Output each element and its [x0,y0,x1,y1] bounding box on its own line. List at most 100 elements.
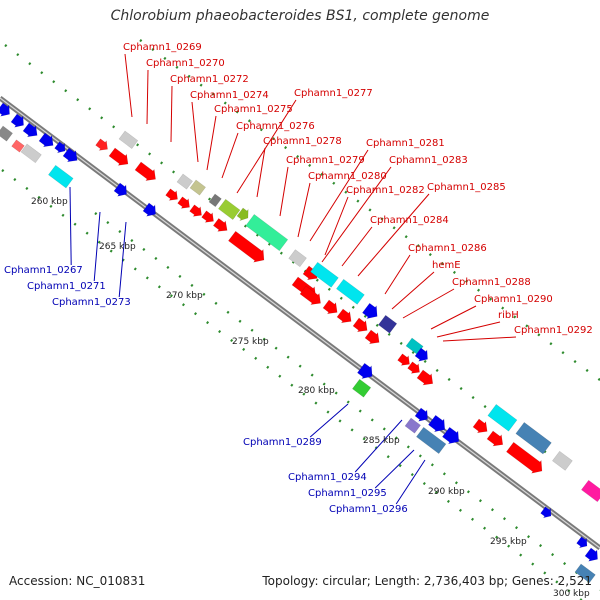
gene-label-forward: Cphamn1_0272 [170,74,249,85]
leader-line [221,132,239,179]
gene-arrow [212,218,228,232]
leader-line [236,99,297,194]
gene-arrow [113,182,127,197]
leader-line [69,186,72,266]
gene-arrow [54,141,66,154]
gene-label-forward: Cphamn1_0280 [308,171,387,182]
leader-line [442,336,517,342]
leader-line [256,147,266,198]
gene-arrow [506,441,543,474]
leader-line [279,166,289,217]
gene-label-reverse: Cphamn1_0296 [329,504,408,515]
leader-line [391,271,435,310]
gene-label-forward: Cphamn1_0281 [366,138,445,149]
gene-label-forward: Cphamn1_0290 [474,294,553,305]
gene-arrow [38,132,54,148]
leader-line [395,459,426,505]
gene-arrow [322,299,338,315]
gene-arrow [362,302,378,319]
leader-line [191,101,199,163]
gene-label-reverse: Cphamn1_0295 [308,488,387,499]
gene-arrow [574,563,596,584]
gene-arrow [486,430,504,447]
gene-arrow [299,285,321,305]
gene-arrow [20,143,42,164]
gene-arrow [336,278,365,305]
gene-arrow [208,193,222,208]
gene-label-forward: ribH [498,310,519,321]
gene-arrow [177,196,190,209]
leader-line [321,166,392,263]
gene-label-forward: Cphamn1_0270 [146,58,225,69]
reverse-strand-genes [113,182,598,584]
leader-line [374,449,415,489]
leader-line [206,115,217,171]
tick-guides [1,39,600,600]
leader-line [297,182,311,238]
gene-arrow [228,230,265,263]
gene-arrow [201,210,214,223]
leader-line [170,85,173,143]
gene-label-reverse: Cphamn1_0271 [27,281,106,292]
leader-line [436,321,501,338]
gene-arrow [165,188,178,201]
gene-arrow [62,147,78,163]
kbp-tick-label: 290 kbp [428,487,465,497]
gene-label-reverse: Cphamn1_0289 [243,437,322,448]
gene-arrow [10,113,24,128]
gene-arrow [0,102,10,117]
gene-label-forward: Cphamn1_0292 [514,325,593,336]
forward-strand-genes [0,102,600,503]
kbp-tick-label: 260 kbp [31,197,68,207]
gene-arrow [310,261,339,288]
gene-arrow [416,369,434,386]
gene-label-forward: Cphamn1_0277 [294,88,373,99]
gene-arrow [134,161,156,181]
gene-arrow [118,130,139,149]
gene-label-reverse: Cphamn1_0267 [4,265,83,276]
kbp-tick-label: 270 kbp [166,291,203,301]
kbp-tick-label: 285 kbp [363,436,400,446]
gene-arrow [407,361,420,374]
gene-arrow [404,417,421,434]
gene-label-forward: Cphamn1_0269 [123,42,202,53]
leader-line [118,221,127,298]
leader-line [430,305,477,330]
gene-arrow [189,179,206,196]
gene-arrow [189,204,202,217]
gene-label-reverse: Cphamn1_0273 [52,297,131,308]
gene-label-forward: Cphamn1_0279 [286,155,365,166]
gene-arrow [142,202,156,217]
gene-arrow [0,125,13,142]
gene-arrow [576,536,588,549]
gene-arrow [108,147,129,166]
gene-arrow [352,378,372,398]
gene-arrow [378,314,398,334]
gene-arrow [245,214,289,252]
gene-arrow [552,450,573,471]
kbp-tick-label: 295 kbp [490,537,527,547]
gene-arrow [487,404,518,432]
gene-label-forward: Cphamn1_0284 [370,215,449,226]
gene-arrow [584,547,598,562]
leader-line [124,53,133,118]
gene-label-forward: Cphamn1_0274 [190,90,269,101]
gene-arrow [11,139,25,153]
gene-arrow [540,506,552,519]
gene-label-forward: Cphamn1_0275 [214,104,293,115]
kbp-tick-label: 275 kbp [232,337,269,347]
gene-arrow [416,426,447,454]
gene-label-forward: Cphamn1_0276 [236,121,315,132]
gene-arrow [288,249,307,268]
gene-arrow [581,479,600,503]
gene-arrow [397,353,410,366]
leader-line [93,211,101,282]
gene-arrow [515,422,552,455]
gene-label-forward: Cphamn1_0283 [389,155,468,166]
gene-arrow [414,347,428,362]
gene-arrow [48,164,74,189]
gene-label-forward: Cphamn1_0285 [427,182,506,193]
gene-label-forward: Cphamn1_0288 [452,277,531,288]
accession-text: Accession: NC_010831 [9,574,146,588]
